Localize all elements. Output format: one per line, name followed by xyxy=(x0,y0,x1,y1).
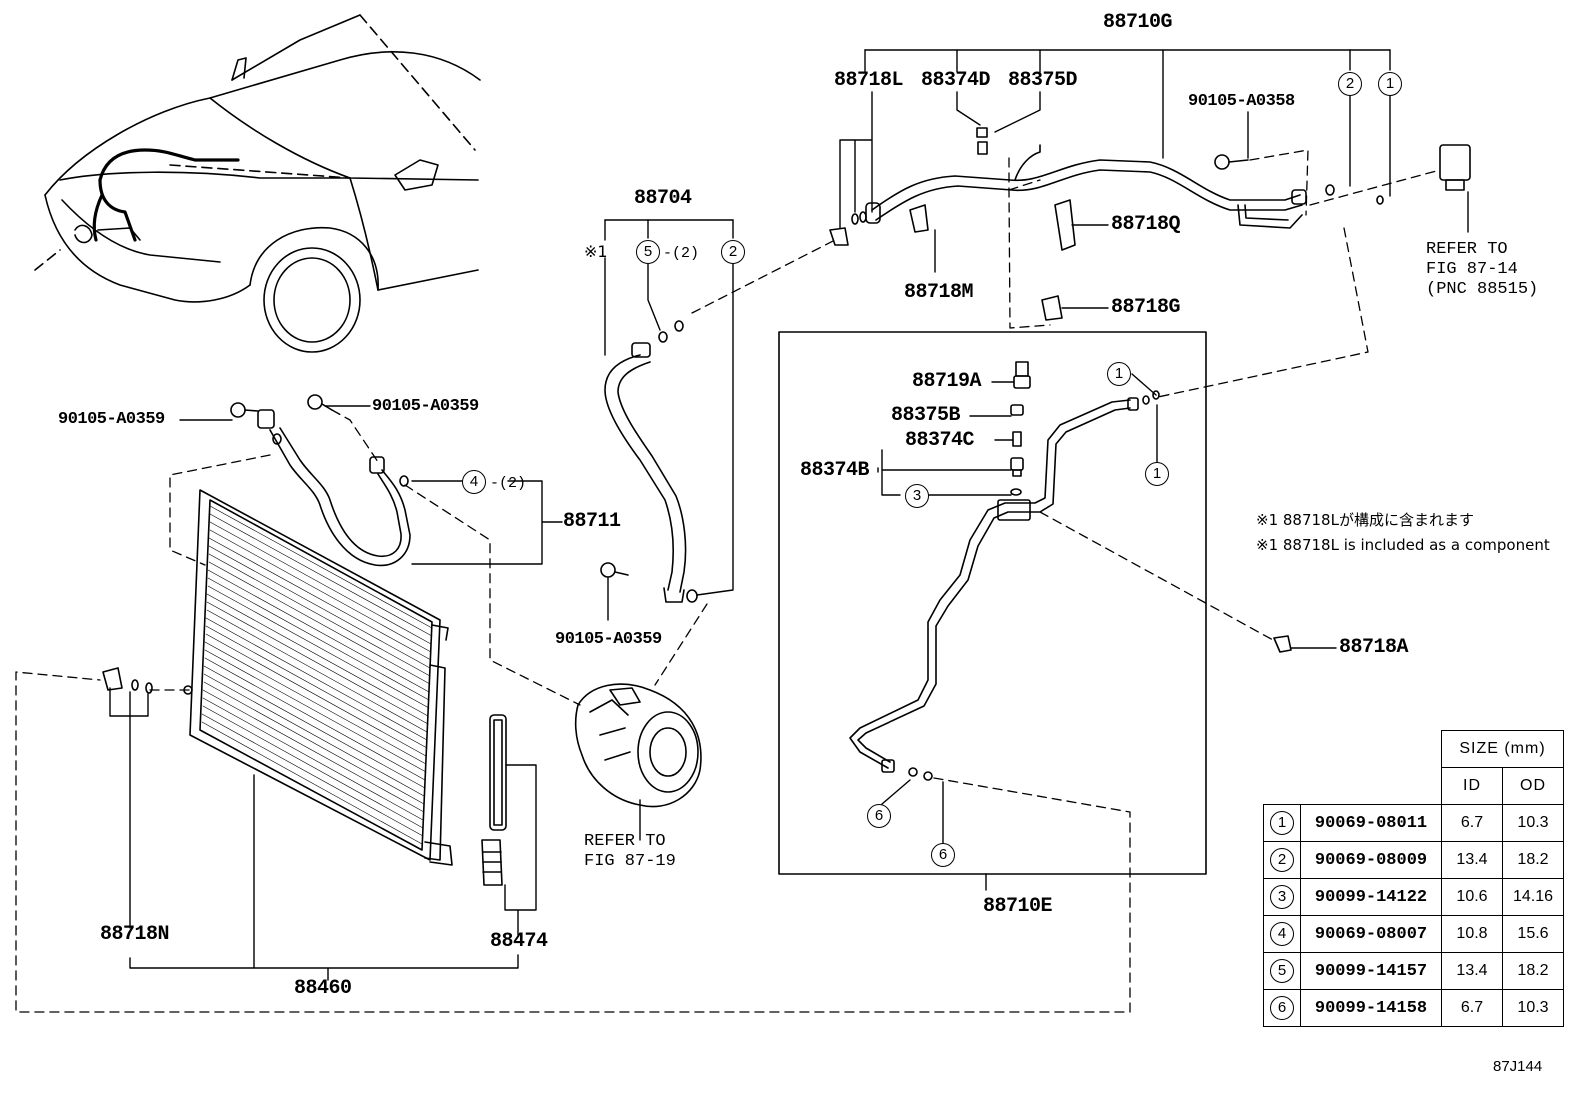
row-id: 10.8 xyxy=(1441,915,1503,953)
row-part-number[interactable]: 90069-08011 xyxy=(1300,804,1442,842)
callout-1-upper[interactable]: 1 xyxy=(1107,362,1131,386)
table-blank xyxy=(1264,731,1442,805)
qty-4: -(2) xyxy=(490,475,527,492)
row-symbol: 3 xyxy=(1270,885,1294,909)
col-od: OD xyxy=(1502,767,1564,805)
callout-2-top[interactable]: 2 xyxy=(1338,72,1362,96)
label-88718N[interactable]: 88718N xyxy=(100,923,170,946)
box-88710E xyxy=(778,331,1207,875)
row-od: 18.2 xyxy=(1502,841,1564,879)
ref-87-19-line1: REFER TO xyxy=(584,832,666,851)
row-id: 13.4 xyxy=(1441,841,1503,879)
condenser-88460 xyxy=(183,489,453,866)
grommet-88718A xyxy=(1273,635,1292,653)
compressor xyxy=(574,683,702,808)
row-id: 10.6 xyxy=(1441,878,1503,916)
table-row: 4 90069-08007 10.8 15.6 xyxy=(1263,915,1564,953)
row-id: 6.7 xyxy=(1441,804,1503,842)
vehicle-sketch xyxy=(44,14,481,353)
table-row: 2 90069-08009 13.4 18.2 xyxy=(1263,841,1564,879)
table-row: 5 90099-14157 13.4 18.2 xyxy=(1263,952,1564,990)
label-88710E[interactable]: 88710E xyxy=(983,895,1053,918)
row-od: 10.3 xyxy=(1502,804,1564,842)
label-88474[interactable]: 88474 xyxy=(490,930,548,953)
label-88718G[interactable]: 88718G xyxy=(1111,296,1181,319)
label-88375B[interactable]: 88375B xyxy=(891,404,961,427)
refer-to-fig-87-14[interactable]: REFER TO FIG 87-14 (PNC 88515) xyxy=(1426,240,1538,300)
label-88374D[interactable]: 88374D xyxy=(921,69,991,92)
size-header: SIZE (mm) xyxy=(1441,730,1564,768)
qty-5: -(2) xyxy=(663,245,700,262)
row-part-number[interactable]: 90099-14157 xyxy=(1300,952,1442,990)
refer-to-fig-87-19[interactable]: REFER TO FIG 87-19 xyxy=(584,832,676,872)
table-row: 6 90099-14158 6.7 10.3 xyxy=(1263,989,1564,1027)
label-88719A[interactable]: 88719A xyxy=(912,370,982,393)
hose-88704 xyxy=(600,320,698,603)
label-90105-A0359-right[interactable]: 90105-A0359 xyxy=(372,397,479,416)
table-row: 1 90069-08011 6.7 10.3 xyxy=(1263,804,1564,842)
row-od: 15.6 xyxy=(1502,915,1564,953)
label-88704[interactable]: 88704 xyxy=(634,187,692,210)
label-90105-A0359-left[interactable]: 90105-A0359 xyxy=(58,410,165,429)
callout-6-right[interactable]: 6 xyxy=(931,843,955,867)
row-od: 14.16 xyxy=(1502,878,1564,916)
row-part-number[interactable]: 90069-08009 xyxy=(1300,841,1442,879)
desiccant-88474 xyxy=(481,714,507,886)
callout-4[interactable]: 4 xyxy=(462,470,486,494)
ref-87-19-line2: FIG 87-19 xyxy=(584,852,676,871)
row-id: 6.7 xyxy=(1441,989,1503,1027)
ref-87-14-line2: FIG 87-14 xyxy=(1426,260,1518,279)
row-symbol: 5 xyxy=(1270,959,1294,983)
hose-88710G xyxy=(829,127,1471,321)
callout-6-left[interactable]: 6 xyxy=(867,804,891,828)
label-88460[interactable]: 88460 xyxy=(294,977,352,1000)
row-symbol: 4 xyxy=(1270,922,1294,946)
label-88718M[interactable]: 88718M xyxy=(904,281,974,304)
figure-code: 87J144 xyxy=(1493,1058,1543,1075)
oring-88718N-b xyxy=(145,682,153,694)
label-88375D[interactable]: 88375D xyxy=(1008,69,1078,92)
oring-88718N-a xyxy=(131,679,139,691)
label-88711[interactable]: 88711 xyxy=(563,510,621,533)
callout-3[interactable]: 3 xyxy=(905,484,929,508)
ref-87-14-line1: REFER TO xyxy=(1426,240,1508,259)
pipe-88710E xyxy=(849,361,1160,781)
row-part-number[interactable]: 90099-14122 xyxy=(1300,878,1442,916)
row-id: 13.4 xyxy=(1441,952,1503,990)
label-90105-A0359-lower[interactable]: 90105-A0359 xyxy=(555,630,662,649)
dashed-connectors xyxy=(15,149,1441,1013)
label-88718A[interactable]: 88718A xyxy=(1339,636,1409,659)
callout-5[interactable]: 5 xyxy=(636,240,660,264)
clip-88718N xyxy=(102,667,123,691)
vehicle-dashed-lines xyxy=(34,14,476,271)
ref-87-14-line3: (PNC 88515) xyxy=(1426,280,1539,299)
row-part-number[interactable]: 90069-08007 xyxy=(1300,915,1442,953)
note-japanese: ※1 88718Lが構成に含まれます xyxy=(1256,511,1474,529)
star-note-marker: ※1 xyxy=(584,242,608,261)
callout-2-mid[interactable]: 2 xyxy=(721,240,745,264)
row-od: 18.2 xyxy=(1502,952,1564,990)
col-id: ID xyxy=(1441,767,1503,805)
hose-88711 xyxy=(230,394,411,567)
leader-lines xyxy=(109,49,1469,981)
callout-1-lower[interactable]: 1 xyxy=(1145,462,1169,486)
row-od: 10.3 xyxy=(1502,989,1564,1027)
row-symbol: 2 xyxy=(1270,848,1294,872)
label-90105-A0358[interactable]: 90105-A0358 xyxy=(1188,92,1295,111)
o-ring-size-table: SIZE (mm) ID OD 1 90069-08011 6.7 10.3 2… xyxy=(1263,730,1564,1027)
table-row: 3 90099-14122 10.6 14.16 xyxy=(1263,878,1564,916)
row-symbol: 6 xyxy=(1270,996,1294,1020)
label-88718Q[interactable]: 88718Q xyxy=(1111,213,1181,236)
label-88710G[interactable]: 88710G xyxy=(1103,11,1173,34)
row-symbol: 1 xyxy=(1270,811,1294,835)
note-english: ※1 88718L is included as a component xyxy=(1256,536,1550,554)
label-88718L[interactable]: 88718L xyxy=(834,69,904,92)
label-88374B[interactable]: 88374B xyxy=(800,459,870,482)
callout-1-top[interactable]: 1 xyxy=(1378,72,1402,96)
label-88374C[interactable]: 88374C xyxy=(905,429,975,452)
row-part-number[interactable]: 90099-14158 xyxy=(1300,989,1442,1027)
